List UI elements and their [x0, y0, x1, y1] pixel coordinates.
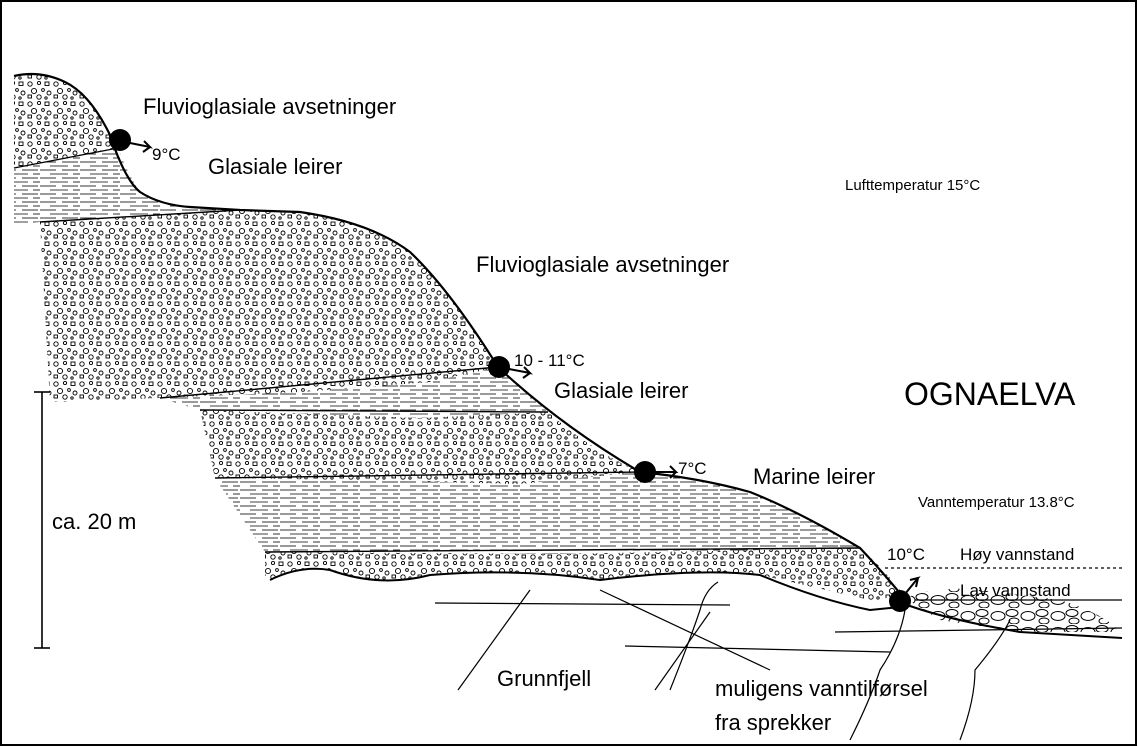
water-supply-line1: muligens vanntilførsel [715, 678, 928, 700]
spring-arrow [130, 141, 150, 152]
layer-label-fluvio-top: Fluvioglasiale avsetninger [143, 96, 396, 118]
spring-temp-3: 7°C [678, 460, 707, 477]
water-temperature: Vanntemperatur 13.8°C [918, 495, 1075, 510]
spring-arrow [905, 578, 918, 594]
spring-temp-1: 9°C [152, 146, 181, 163]
layer-label-glacial-mid: Glasiale leirer [554, 380, 689, 402]
spring-dot [634, 461, 656, 483]
layer-label-glacial-top: Glasiale leirer [208, 156, 343, 178]
air-temperature: Lufttemperatur 15°C [845, 178, 980, 193]
scale-bar [34, 392, 50, 648]
scale-label: ca. 20 m [52, 511, 136, 533]
spring-dot [889, 590, 911, 612]
water-supply-line2: fra sprekker [715, 712, 831, 734]
low-water-label: Lav vannstand [960, 582, 1071, 599]
spring-temp-2: 10 - 11°C [514, 352, 585, 369]
spring-temp-4: 10°C [887, 546, 925, 563]
layer-label-bedrock: Grunnfjell [497, 668, 591, 690]
river-name: OGNAELVA [904, 378, 1075, 410]
high-water-label: Høy vannstand [960, 546, 1074, 563]
spring-dot [488, 356, 510, 378]
spring-dot [109, 129, 131, 151]
layer-label-marine: Marine leirer [753, 466, 875, 488]
layer-label-fluvio-mid: Fluvioglasiale avsetninger [476, 254, 729, 276]
